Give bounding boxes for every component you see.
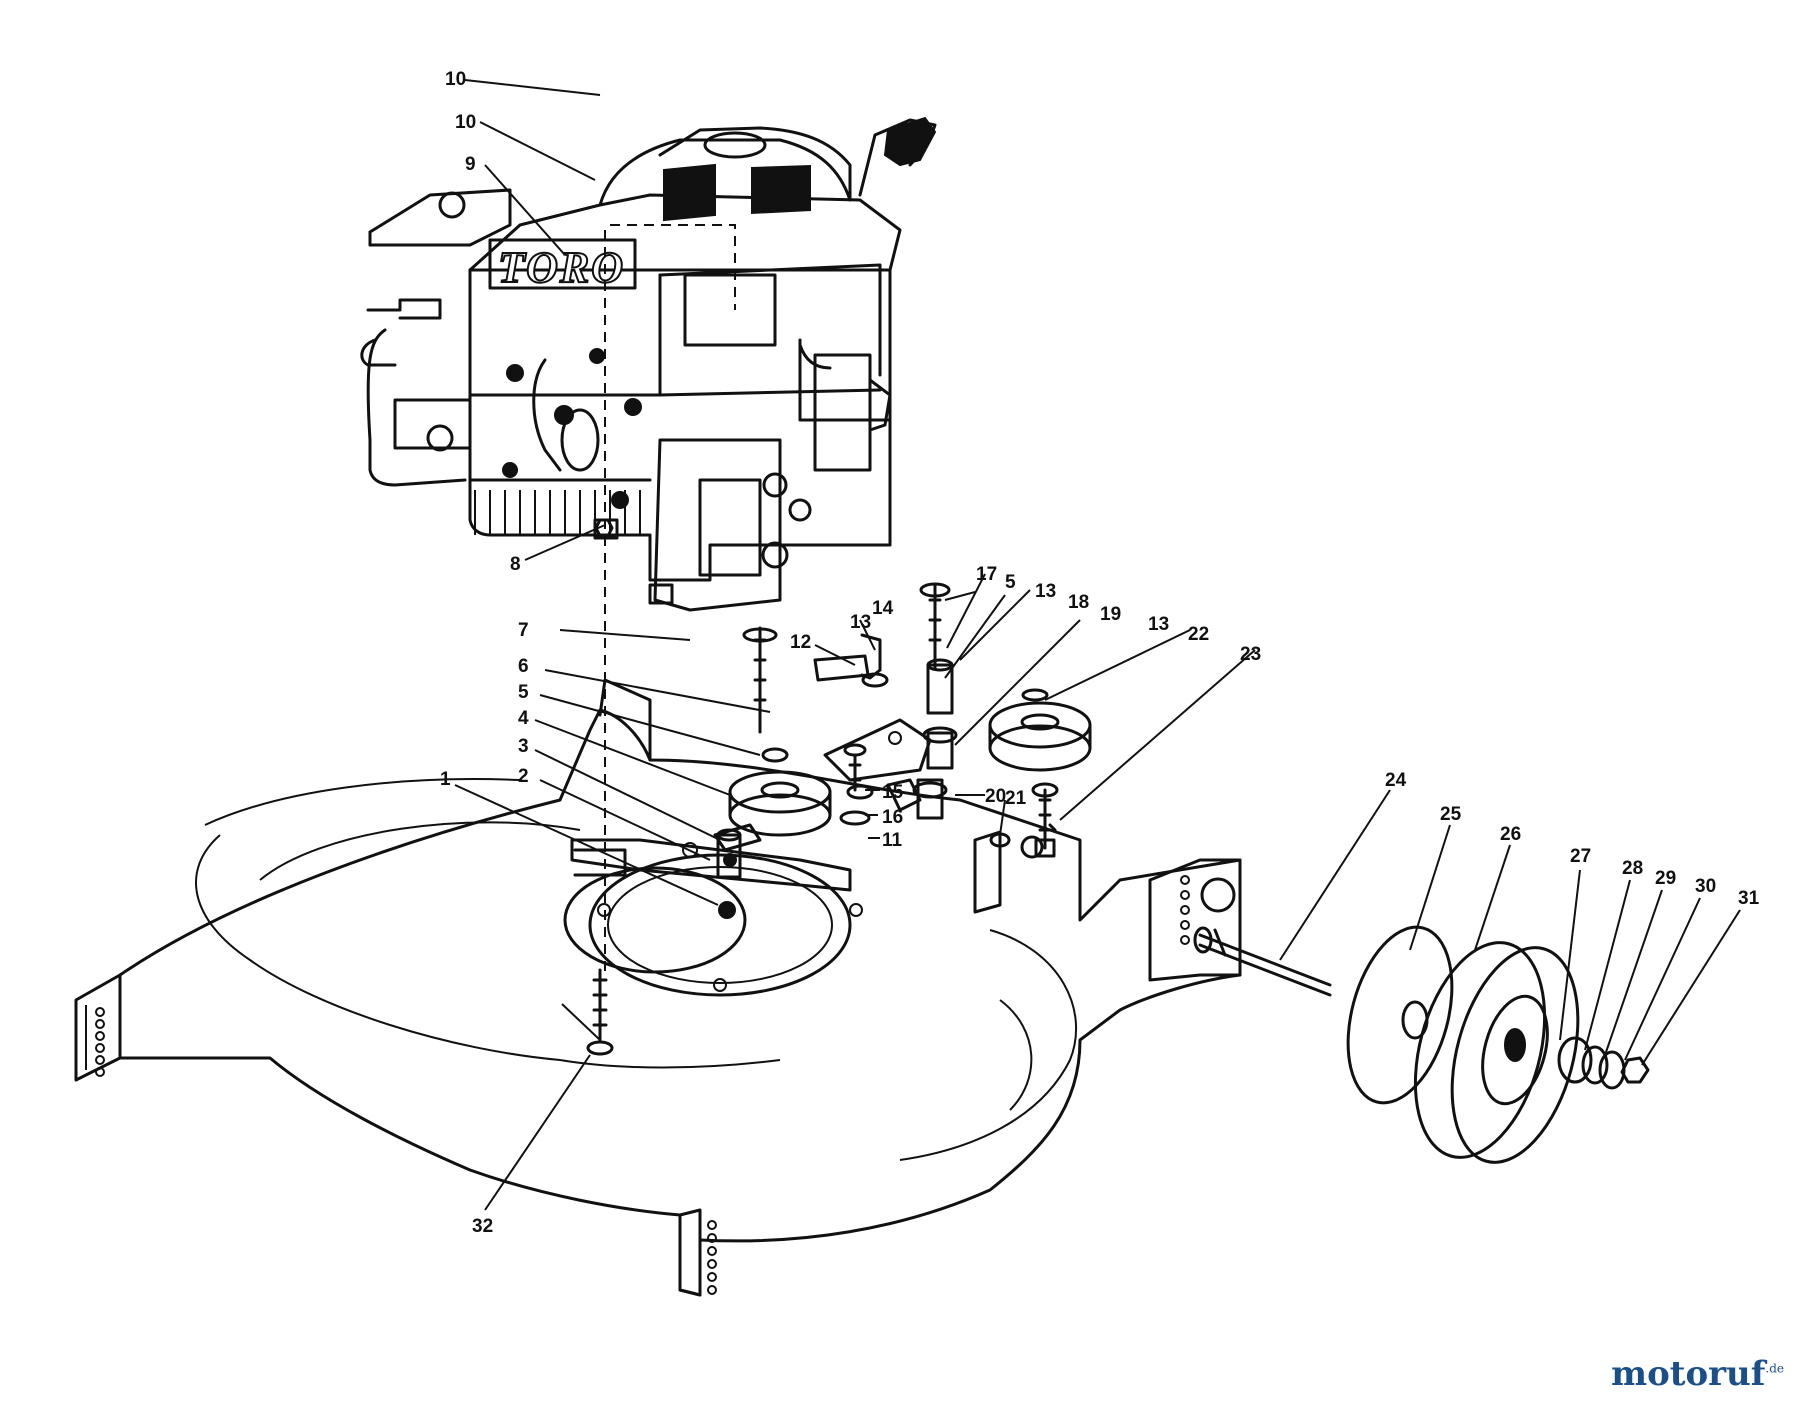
callout-13-mid: 13: [1035, 581, 1056, 602]
callout-5-left: 5: [518, 682, 529, 703]
callout-6: 6: [518, 656, 529, 677]
callout-3: 3: [518, 736, 529, 757]
callout-28: 28: [1622, 858, 1643, 879]
callout-18: 18: [1068, 592, 1089, 613]
callout-31: 31: [1738, 888, 1760, 909]
deck-height-holes-front: [707, 1220, 717, 1295]
callout-17: 17: [976, 564, 997, 585]
callout-27: 27: [1570, 846, 1591, 867]
callout-21: 21: [1005, 788, 1027, 809]
wheel-assembly: [1193, 925, 1650, 1164]
callouts: 10 10 9 8 7 6 5 4 3 2 1 12 13 14 15 16 1…: [440, 69, 1760, 1237]
callout-12: 12: [790, 632, 811, 653]
cylinder-fins: [468, 478, 652, 535]
callout-14: 14: [872, 598, 894, 619]
callout-16: 16: [882, 807, 903, 828]
blade-adapter-assembly: [570, 823, 852, 892]
callout-13-left: 13: [850, 612, 871, 633]
drive-pulley: [988, 688, 1092, 858]
engine: TORO: [360, 116, 937, 612]
callout-23: 23: [1240, 644, 1261, 665]
callout-2: 2: [518, 766, 529, 787]
callout-15: 15: [882, 782, 904, 803]
callout-24: 24: [1385, 770, 1407, 791]
small-hardware: [586, 230, 1057, 1056]
callout-7: 7: [518, 620, 529, 641]
callout-11: 10: [445, 69, 466, 90]
watermark-main: motoruf: [1611, 1354, 1766, 1394]
callout-8: 8: [510, 554, 521, 575]
callout-9: 9: [465, 154, 476, 175]
callout-20: 20: [985, 786, 1006, 807]
callout-10-top: 10: [455, 112, 476, 133]
callout-1: 1: [440, 769, 451, 790]
callout-26: 26: [1500, 824, 1521, 845]
mower-deck: [74, 678, 1242, 1297]
watermark-suffix: .de: [1765, 1361, 1784, 1376]
callout-30: 30: [1695, 876, 1716, 897]
callout-25: 25: [1440, 804, 1462, 825]
callout-22: 22: [1188, 624, 1209, 645]
callout-29: 29: [1655, 868, 1676, 889]
watermark-logo: motoruf.de: [1611, 1354, 1784, 1394]
deck-height-holes-left: [95, 1007, 105, 1077]
callout-19: 19: [1100, 604, 1121, 625]
callout-4: 4: [518, 708, 529, 729]
callout-10-mid: 11: [882, 830, 903, 851]
callout-5-right: 5: [1005, 572, 1016, 593]
callout-32: 32: [472, 1216, 493, 1237]
engine-pulley: [728, 770, 832, 837]
callout-13-right: 13: [1148, 614, 1169, 635]
